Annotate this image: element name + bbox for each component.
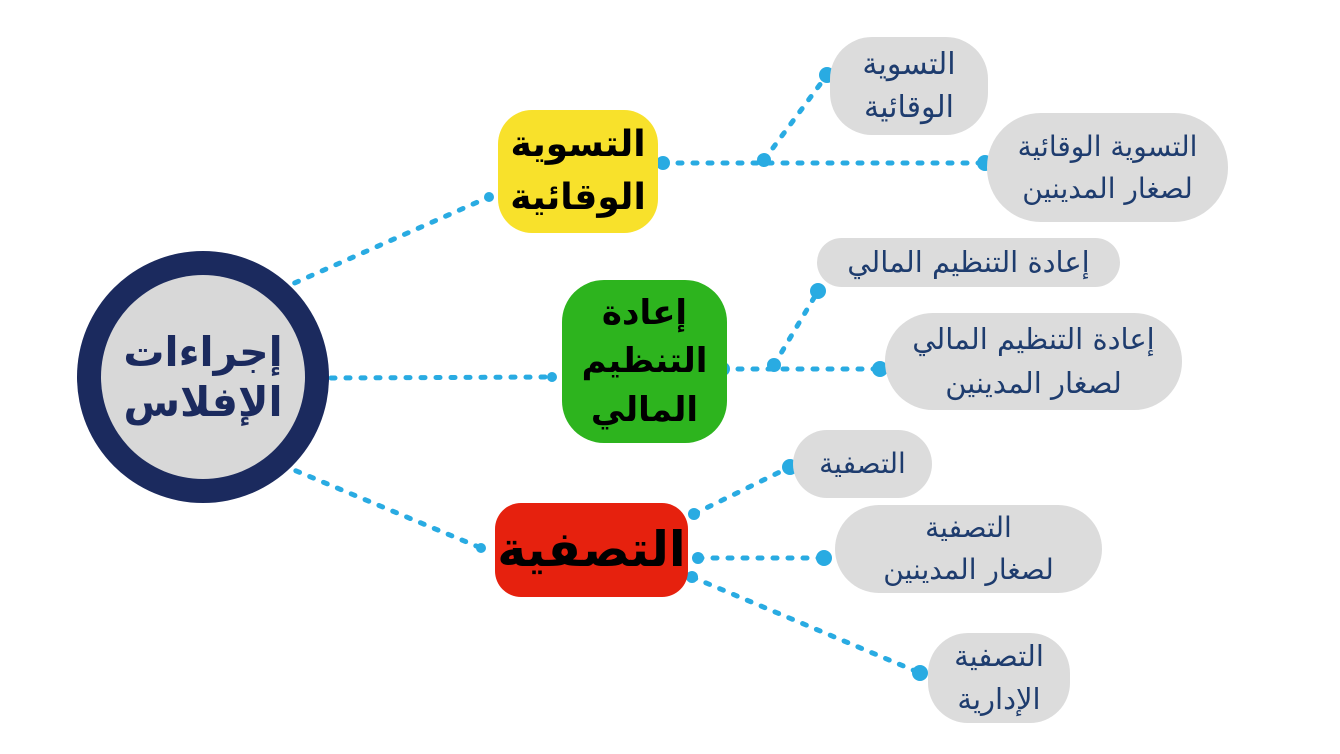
branch-label-line: التسوية (510, 124, 646, 166)
branch-label-line: المالي (590, 389, 699, 430)
arrow-dot-liquidation (476, 543, 486, 553)
leaf-label-line: لصغار المدينين (945, 365, 1122, 400)
leaf-label-line: التصفية (925, 511, 1012, 544)
leaf-label-line: لصغار المدينين (1022, 171, 1193, 205)
dot-liquidation-right-1 (688, 508, 700, 520)
leaf-financial-reorganization-small-debtors: إعادة التنظيم المالي لصغار المدينين (885, 313, 1182, 410)
connector-root-to-liquidation (279, 462, 484, 551)
dot-leaf-b7 (912, 665, 928, 681)
connector-root-to-reorg (328, 374, 555, 381)
connector-reorg-up (771, 288, 821, 368)
dot-preventive-junction (757, 153, 771, 167)
branch-node-preventive-settlement: التسوية الوقائية (498, 110, 658, 233)
branch-label-line: التصفية (497, 521, 686, 579)
leaf-liquidation: التصفية (793, 430, 932, 498)
leaf-label-line: إعادة التنظيم المالي (912, 322, 1155, 356)
connector-root-to-preventive (278, 194, 492, 292)
connector-liquidation-up (691, 464, 793, 517)
branch-label-line: إعادة (601, 293, 688, 334)
leaf-liquidation-small-debtors: التصفية لصغار المدينين (835, 505, 1102, 593)
connector-preventive-up (761, 72, 830, 163)
leaf-label-line: التسوية (862, 46, 956, 82)
leaf-label-line: التسوية الوقائية (1017, 129, 1198, 163)
leaf-label-line: لصغار المدينين (883, 553, 1054, 586)
root-node-bankruptcy-procedures: إجراءات الإفلاس (77, 251, 329, 503)
dot-reorg-junction (767, 358, 781, 372)
arrow-dot-preventive (484, 192, 494, 202)
root-node-label-line2: الإفلاس (123, 378, 283, 426)
leaf-preventive-settlement: التسوية الوقائية (830, 37, 988, 135)
arrow-dot-reorg (547, 372, 557, 382)
root-node-inner: إجراءات الإفلاس (101, 275, 305, 479)
dot-leaf-b3 (810, 283, 826, 299)
dot-leaf-b6 (816, 550, 832, 566)
leaf-label-line: التصفية (954, 638, 1044, 673)
leaf-label-line: إعادة التنظيم المالي (847, 245, 1090, 280)
branch-label-line: التنظيم (581, 341, 708, 382)
dot-liquidation-right-2 (692, 552, 704, 564)
leaf-label-line: التصفية (819, 447, 906, 481)
leaf-label-line: الإدارية (957, 682, 1041, 716)
leaf-label-line: الوقائية (864, 90, 954, 125)
leaf-financial-reorganization: إعادة التنظيم المالي (817, 238, 1120, 287)
leaf-preventive-settlement-small-debtors: التسوية الوقائية لصغار المدينين (987, 113, 1228, 222)
leaf-administrative-liquidation: التصفية الإدارية (928, 633, 1070, 723)
branch-label-line: الوقائية (510, 176, 646, 218)
dot-preventive-right (656, 156, 670, 170)
branch-node-liquidation: التصفية (495, 503, 688, 597)
branch-node-financial-reorganization: إعادة التنظيم المالي (562, 280, 727, 443)
root-node-label-line1: إجراءات (123, 327, 283, 376)
